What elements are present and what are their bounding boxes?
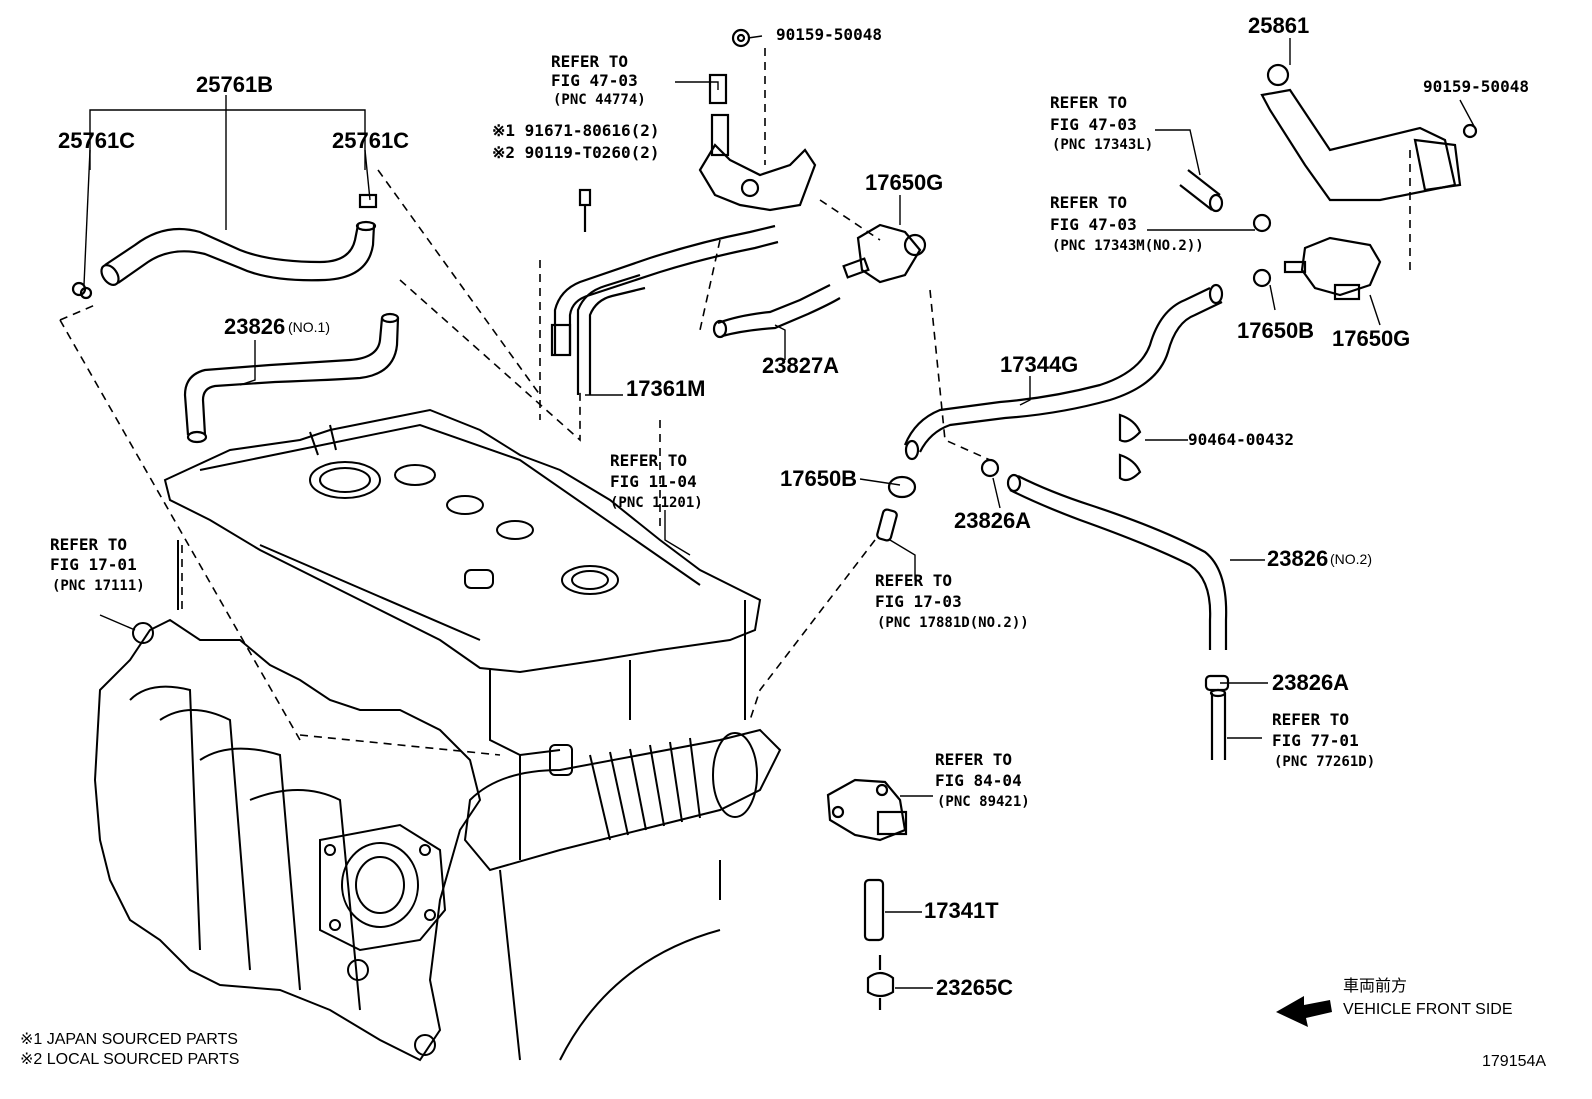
label-17341T: 17341T <box>924 898 999 923</box>
svg-text:REFER TO: REFER TO <box>551 52 628 71</box>
label-23826-no2-suffix: (NO.2) <box>1330 551 1372 567</box>
svg-text:(PNC 77261D): (PNC 77261D) <box>1274 754 1375 770</box>
label-90159-right: 90159-50048 <box>1423 77 1529 96</box>
refer-89421: REFER TO FIG 84-04 (PNC 89421) <box>935 750 1030 810</box>
note-local-sourced: ※2 LOCAL SOURCED PARTS <box>20 1051 239 1068</box>
small-parts <box>71 28 1478 1010</box>
label-25861: 25861 <box>1248 13 1309 38</box>
svg-text:FIG 84-04: FIG 84-04 <box>935 771 1022 790</box>
svg-text:FIG 17-03: FIG 17-03 <box>875 592 962 611</box>
label-25761B: 25761B <box>196 72 273 97</box>
svg-text:FIG 77-01: FIG 77-01 <box>1272 731 1359 750</box>
vehicle-front-indicator: 車両前方 VEHICLE FRONT SIDE <box>1276 977 1513 1027</box>
svg-text:FIG 11-04: FIG 11-04 <box>610 472 697 491</box>
label-23826-no1-suffix: (NO.1) <box>288 319 330 335</box>
part-labels: 25761B 25761C 25761C 23826 (NO.1) ※1 916… <box>58 13 1529 1000</box>
refer-blocks: REFER TO FIG 47-03 (PNC 44774) REFER TO … <box>50 52 1375 810</box>
refer-17111: REFER TO FIG 17-01 (PNC 17111) <box>50 535 145 594</box>
label-23826-no2: 23826 <box>1267 546 1328 571</box>
svg-text:(PNC 44774): (PNC 44774) <box>553 92 646 108</box>
svg-text:FIG 47-03: FIG 47-03 <box>1050 215 1137 234</box>
label-90159-top: 90159-50048 <box>776 25 882 44</box>
svg-text:(PNC 11201): (PNC 11201) <box>610 495 703 511</box>
svg-text:REFER TO: REFER TO <box>935 750 1012 769</box>
label-90464: 90464-00432 <box>1188 430 1294 449</box>
hoses <box>100 73 1228 942</box>
label-23826-no1: 23826 <box>224 314 285 339</box>
svg-text:REFER TO: REFER TO <box>610 451 687 470</box>
label-23265C: 23265C <box>936 975 1013 1000</box>
refer-17343L: REFER TO FIG 47-03 (PNC 17343L) <box>1050 93 1153 153</box>
label-17650G-right: 17650G <box>1332 326 1410 351</box>
svg-text:(PNC 17881D(NO.2)): (PNC 17881D(NO.2)) <box>877 615 1029 631</box>
refer-11201: REFER TO FIG 11-04 (PNC 11201) <box>610 451 703 511</box>
svg-text:FIG 47-03: FIG 47-03 <box>1050 115 1137 134</box>
svg-text:(PNC 89421): (PNC 89421) <box>937 794 1030 810</box>
label-17650G-mid: 17650G <box>865 170 943 195</box>
svg-text:REFER TO: REFER TO <box>1050 193 1127 212</box>
svg-text:(PNC 17111): (PNC 17111) <box>52 578 145 594</box>
note-japan-sourced: ※1 JAPAN SOURCED PARTS <box>20 1031 238 1048</box>
svg-text:(PNC 17343L): (PNC 17343L) <box>1052 137 1153 153</box>
label-17344G: 17344G <box>1000 352 1078 377</box>
refer-77261D: REFER TO FIG 77-01 (PNC 77261D) <box>1272 710 1375 770</box>
svg-text:REFER TO: REFER TO <box>1272 710 1349 729</box>
refer-17343M: REFER TO FIG 47-03 (PNC 17343M(NO.2)) <box>1050 193 1204 254</box>
figure-id: 179154A <box>1482 1053 1546 1070</box>
refer-17881D: REFER TO FIG 17-03 (PNC 17881D(NO.2)) <box>875 571 1029 631</box>
label-23826A-lower: 23826A <box>1272 670 1349 695</box>
arrow-left-icon <box>1276 996 1332 1027</box>
refer-44774: REFER TO FIG 47-03 (PNC 44774) <box>551 52 646 108</box>
front-label-en: VEHICLE FRONT SIDE <box>1343 1001 1513 1018</box>
footnotes: ※1 JAPAN SOURCED PARTS ※2 LOCAL SOURCED … <box>20 1031 239 1068</box>
assembly-dashed-lines <box>59 48 1411 756</box>
label-17361M: 17361M <box>626 376 706 401</box>
label-23827A: 23827A <box>762 353 839 378</box>
label-90119: ※2 90119-T0260(2) <box>492 143 660 162</box>
label-91671: ※1 91671-80616(2) <box>492 121 660 140</box>
engine-assembly <box>93 408 782 1062</box>
svg-text:REFER TO: REFER TO <box>50 535 127 554</box>
label-17650B-mid: 17650B <box>780 466 857 491</box>
svg-text:FIG 17-01: FIG 17-01 <box>50 555 137 574</box>
svg-text:(PNC 17343M(NO.2)): (PNC 17343M(NO.2)) <box>1052 238 1204 254</box>
svg-text:REFER TO: REFER TO <box>875 571 952 590</box>
label-25761C-right: 25761C <box>332 128 409 153</box>
svg-text:FIG 47-03: FIG 47-03 <box>551 71 638 90</box>
leader-lines <box>83 35 1476 989</box>
label-17650B-right: 17650B <box>1237 318 1314 343</box>
label-23826A-mid: 23826A <box>954 508 1031 533</box>
svg-text:REFER TO: REFER TO <box>1050 93 1127 112</box>
front-label-jp: 車両前方 <box>1343 977 1407 995</box>
label-25761C-left: 25761C <box>58 128 135 153</box>
